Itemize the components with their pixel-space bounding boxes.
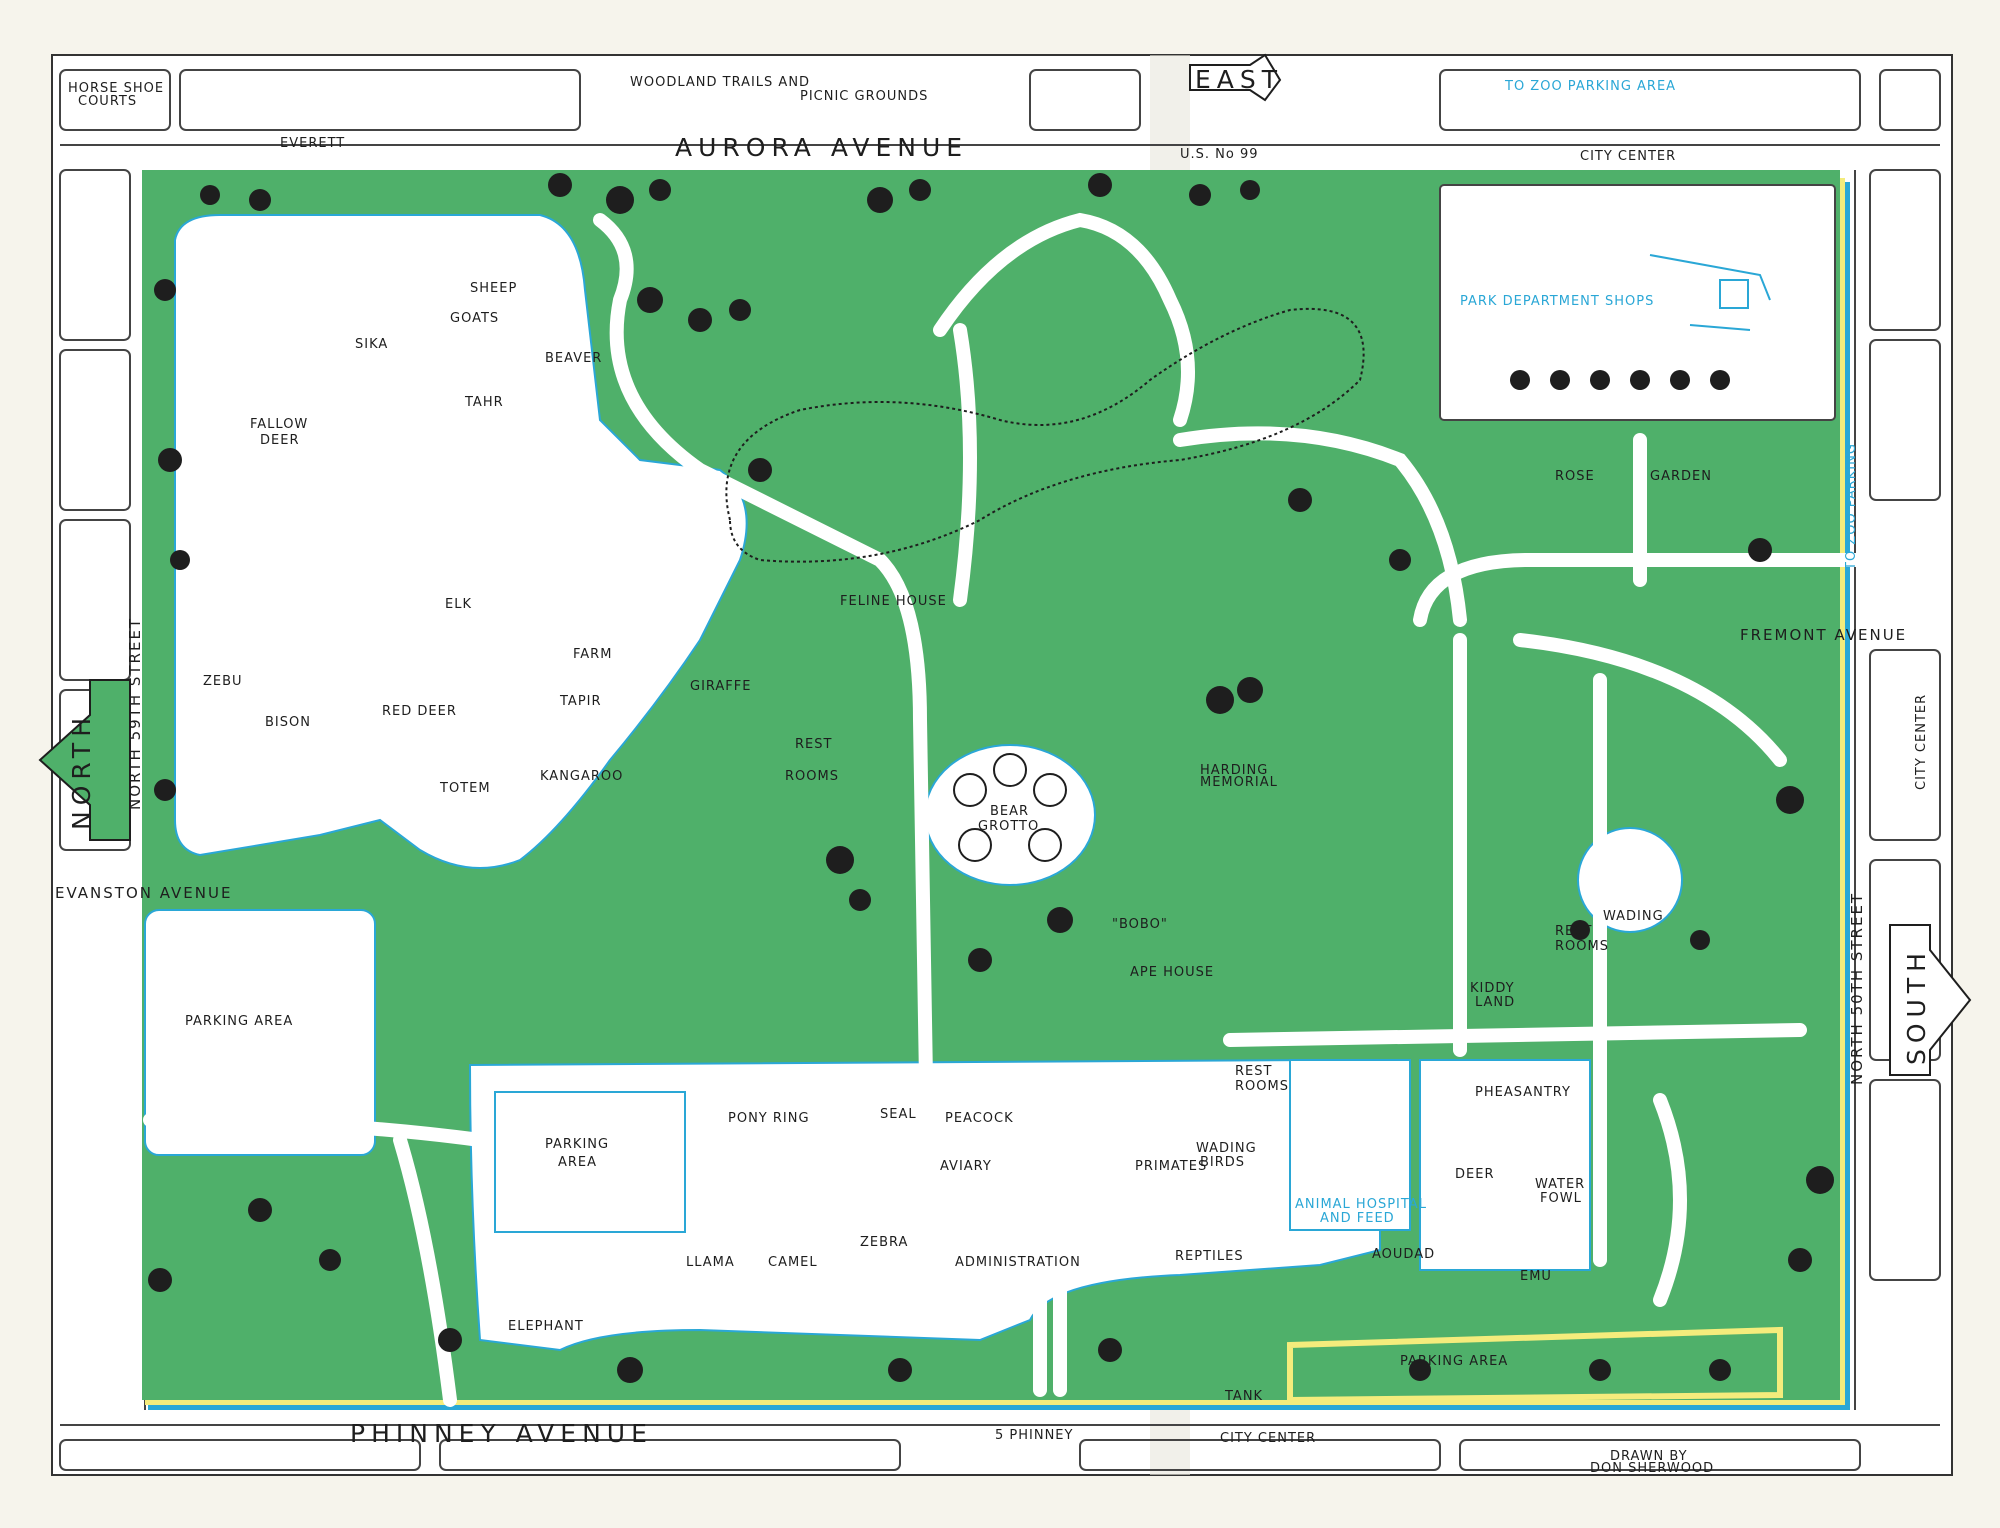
- harding-label-2: MEMORIAL: [1200, 775, 1278, 790]
- exhibit-zones: [144, 184, 1836, 1404]
- drawn-by-label-1: DRAWN BY: [1610, 1449, 1688, 1464]
- animal-pony-ring: PONY RING: [728, 1111, 810, 1126]
- animal-tahr: TAHR: [464, 395, 504, 410]
- street-north50: NORTH 50TH STREET: [1848, 892, 1866, 1085]
- animal-water-fowl-1: WATER: [1535, 1177, 1585, 1192]
- shops-sketch-icon: [1649, 254, 1771, 331]
- street-fremont: FREMONT AVENUE: [1740, 626, 1907, 644]
- to-zoo-parking-side: TO ZOO PARKING: [1844, 443, 1859, 571]
- bus-sign: 5 PHINNEY: [995, 1428, 1073, 1443]
- street-everett: EVERETT: [280, 136, 345, 151]
- street-city-center-right: CITY CENTER: [1914, 694, 1929, 790]
- parking-left-label: PARKING AREA: [185, 1014, 293, 1029]
- animal-bison: BISON: [265, 715, 311, 730]
- tree-icons: [148, 173, 1834, 1383]
- to-zoo-parking-top: TO ZOO PARKING AREA: [1504, 79, 1676, 94]
- animal-fallow-1: FALLOW: [250, 417, 308, 432]
- animal-aviary: AVIARY: [940, 1159, 992, 1174]
- north-label: NORTH: [67, 712, 96, 830]
- ape-house-label: APE HOUSE: [1130, 965, 1214, 980]
- animal-red-deer: RED DEER: [382, 704, 457, 719]
- woodland-label-2: PICNIC GROUNDS: [800, 89, 928, 104]
- street-us99: U.S. No 99: [1180, 147, 1259, 162]
- animal-giraffe: GIRAFFE: [690, 679, 751, 694]
- animal-hospital-2: AND FEED: [1320, 1211, 1395, 1226]
- animal-kangaroo: KANGAROO: [540, 769, 623, 784]
- street-phinney: PHINNEY AVENUE: [350, 1419, 653, 1448]
- parking-center-label-2: AREA: [558, 1155, 597, 1170]
- animal-deer: DEER: [1455, 1167, 1494, 1182]
- animal-goats: GOATS: [450, 311, 499, 326]
- animal-pheasantry: PHEASANTRY: [1475, 1085, 1571, 1100]
- animal-reptiles: REPTILES: [1175, 1249, 1244, 1264]
- animal-llama: LLAMA: [686, 1255, 735, 1270]
- animal-farm: FARM: [573, 647, 612, 662]
- horseshoe-label-2: COURTS: [78, 94, 137, 109]
- south-label: SOUTH: [1902, 947, 1931, 1065]
- kiddy-label-1: KIDDY: [1470, 981, 1515, 996]
- drawn-by-label-2: DON SHERWOOD: [1590, 1461, 1714, 1476]
- street-north59: NORTH 59TH STREET: [126, 617, 144, 810]
- animal-elephant: ELEPHANT: [508, 1319, 584, 1334]
- woodland-label-1: WOODLAND TRAILS AND: [630, 75, 810, 90]
- animal-hospital-1: ANIMAL HOSPITAL: [1295, 1197, 1427, 1212]
- animal-wading-birds-2: BIRDS: [1200, 1155, 1245, 1170]
- animal-fallow-2: DEER: [260, 433, 299, 448]
- animal-water-fowl-2: FOWL: [1540, 1191, 1582, 1206]
- animal-wading-birds-1: WADING: [1196, 1141, 1257, 1156]
- harding-label-1: HARDING: [1200, 763, 1268, 778]
- bear-grotto-pits: [953, 753, 1067, 862]
- animal-primates: PRIMATES: [1135, 1159, 1207, 1174]
- animal-sika: SIKA: [355, 337, 388, 352]
- rest-rooms-3-b: ROOMS: [1235, 1079, 1289, 1094]
- animal-zebu: ZEBU: [203, 674, 243, 689]
- street-aurora: AURORA AVENUE: [675, 133, 968, 162]
- animal-sheep: SHEEP: [470, 281, 517, 296]
- street-city-center-bottom: CITY CENTER: [1220, 1431, 1316, 1446]
- animal-bear-1: BEAR: [990, 804, 1029, 819]
- park-paths: [143, 212, 1867, 1407]
- east-arrow-icon: [1189, 53, 1282, 102]
- street-evanston: EVANSTON AVENUE: [55, 884, 232, 902]
- bobo-label: "BOBO": [1112, 917, 1168, 932]
- horseshoe-label-1: HORSE SHOE: [68, 81, 164, 96]
- tank-label: TANK: [1224, 1389, 1263, 1404]
- animal-feline-house: FELINE HOUSE: [840, 594, 947, 609]
- wading-pool-label: WADING: [1603, 909, 1664, 924]
- animal-seal: SEAL: [880, 1107, 917, 1122]
- garden-label: GARDEN: [1650, 469, 1712, 484]
- park-shops-label: PARK DEPARTMENT SHOPS: [1460, 294, 1654, 309]
- animal-tapir: TAPIR: [559, 694, 602, 709]
- animal-peacock: PEACOCK: [945, 1111, 1014, 1126]
- north-arrow-icon: [38, 679, 131, 841]
- animal-elk: ELK: [445, 597, 472, 612]
- train-track: [725, 307, 1365, 563]
- rest-rooms-3-a: REST: [1235, 1064, 1272, 1079]
- totem-label: TOTEM: [439, 781, 491, 796]
- parking-bottom-label: PARKING AREA: [1400, 1354, 1508, 1369]
- rest-rooms-2-b: ROOMS: [1555, 939, 1609, 954]
- south-arrow-icon: [1889, 924, 1972, 1076]
- rest-rooms-1-b: ROOMS: [785, 769, 839, 784]
- rest-rooms-2-a: REST: [1555, 924, 1592, 939]
- animal-aoudad: AOUDAD: [1372, 1247, 1435, 1262]
- animal-bear-2: GROTTO: [978, 819, 1039, 834]
- animal-camel: CAMEL: [768, 1255, 818, 1270]
- animal-administration: ADMINISTRATION: [955, 1255, 1081, 1270]
- animal-zebra: ZEBRA: [860, 1235, 908, 1250]
- street-city-center-top: CITY CENTER: [1580, 149, 1676, 164]
- east-label: EAST: [1195, 65, 1283, 94]
- rose-label: ROSE: [1555, 469, 1595, 484]
- animal-emu: EMU: [1520, 1269, 1552, 1284]
- kiddy-label-2: LAND: [1475, 995, 1515, 1010]
- animal-beaver: BEAVER: [545, 351, 602, 366]
- parking-center-label-1: PARKING: [545, 1137, 609, 1152]
- rest-rooms-1-a: REST: [795, 737, 832, 752]
